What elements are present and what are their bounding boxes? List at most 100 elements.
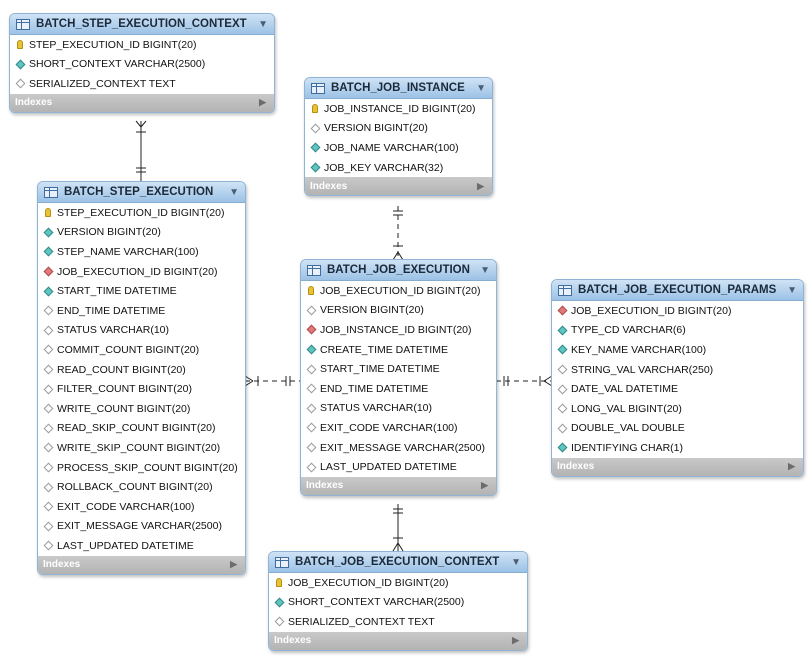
expand-indexes-icon[interactable]: ▶ xyxy=(481,480,488,491)
table-batch-job-instance[interactable]: BATCH_JOB_INSTANCE ▼ JOB_INSTANCE_ID BIG… xyxy=(304,77,493,197)
column-row[interactable]: IDENTIFYING CHAR(1) xyxy=(552,438,803,458)
column-row[interactable]: VERSION BIGINT(20) xyxy=(305,119,492,139)
column-row[interactable]: END_TIME DATETIME xyxy=(301,379,496,399)
column-label: IDENTIFYING CHAR(1) xyxy=(571,441,684,454)
table-batch-step-execution-context[interactable]: BATCH_STEP_EXECUTION_CONTEXT ▼ STEP_EXEC… xyxy=(9,13,275,113)
not-null-column-icon xyxy=(557,443,567,453)
column-row[interactable]: STEP_EXECUTION_ID BIGINT(20) xyxy=(38,203,245,223)
collapse-arrow-icon[interactable]: ▼ xyxy=(229,186,239,198)
column-label: END_TIME DATETIME xyxy=(57,304,166,317)
column-row[interactable]: LONG_VAL BIGINT(20) xyxy=(552,399,803,419)
not-null-column-icon xyxy=(43,247,53,257)
column-row[interactable]: FILTER_COUNT BIGINT(20) xyxy=(38,379,245,399)
column-row[interactable]: SERIALIZED_CONTEXT TEXT xyxy=(10,74,274,94)
column-row[interactable]: STEP_NAME VARCHAR(100) xyxy=(38,242,245,262)
collapse-arrow-icon[interactable]: ▼ xyxy=(258,18,268,30)
nullable-column-icon xyxy=(557,364,567,375)
indexes-bar[interactable]: Indexes ▶ xyxy=(269,631,527,650)
expand-indexes-icon[interactable]: ▶ xyxy=(230,559,237,570)
column-row[interactable]: VERSION BIGINT(20) xyxy=(38,223,245,243)
column-row[interactable]: EXIT_CODE VARCHAR(100) xyxy=(38,497,245,517)
column-row[interactable]: STATUS VARCHAR(10) xyxy=(38,321,245,341)
nullable-column-icon xyxy=(15,79,25,89)
column-row[interactable]: VERSION BIGINT(20) xyxy=(301,301,496,321)
column-row[interactable]: STRING_VAL VARCHAR(250) xyxy=(552,360,803,380)
nullable-column-icon xyxy=(310,123,320,134)
column-row[interactable]: STEP_EXECUTION_ID BIGINT(20) xyxy=(10,35,274,55)
column-label: LAST_UPDATED DATETIME xyxy=(320,461,457,474)
nullable-column-icon xyxy=(274,617,284,627)
table-batch-step-execution[interactable]: BATCH_STEP_EXECUTION ▼ STEP_EXECUTION_ID… xyxy=(37,181,246,575)
column-row[interactable]: JOB_NAME VARCHAR(100) xyxy=(305,138,492,158)
not-null-column-icon xyxy=(310,143,320,153)
column-row[interactable]: EXIT_MESSAGE VARCHAR(2500) xyxy=(38,517,245,537)
indexes-bar[interactable]: Indexes ▶ xyxy=(552,457,803,476)
column-row[interactable]: DOUBLE_VAL DOUBLE xyxy=(552,419,803,439)
expand-indexes-icon[interactable]: ▶ xyxy=(477,180,484,191)
column-row[interactable]: READ_COUNT BIGINT(20) xyxy=(38,360,245,380)
column-row[interactable]: END_TIME DATETIME xyxy=(38,301,245,321)
table-batch-job-execution[interactable]: BATCH_JOB_EXECUTION ▼ JOB_EXECUTION_ID B… xyxy=(300,259,497,496)
nullable-column-icon xyxy=(43,325,53,336)
expand-indexes-icon[interactable]: ▶ xyxy=(788,461,795,472)
table-header[interactable]: BATCH_STEP_EXECUTION_CONTEXT ▼ xyxy=(10,14,274,35)
column-row[interactable]: READ_SKIP_COUNT BIGINT(20) xyxy=(38,419,245,439)
column-row[interactable]: JOB_INSTANCE_ID BIGINT(20) xyxy=(305,99,492,119)
column-label: JOB_EXECUTION_ID BIGINT(20) xyxy=(320,284,481,297)
column-label: READ_SKIP_COUNT BIGINT(20) xyxy=(57,422,216,435)
table-batch-job-execution-params[interactable]: BATCH_JOB_EXECUTION_PARAMS ▼ JOB_EXECUTI… xyxy=(551,279,804,477)
table-header[interactable]: BATCH_JOB_EXECUTION ▼ xyxy=(301,260,496,281)
column-row[interactable]: LAST_UPDATED DATETIME xyxy=(301,457,496,477)
collapse-arrow-icon[interactable]: ▼ xyxy=(476,82,486,94)
not-null-column-icon xyxy=(557,345,567,355)
nullable-column-icon xyxy=(43,305,53,316)
foreign-key-icon xyxy=(306,325,316,335)
collapse-arrow-icon[interactable]: ▼ xyxy=(480,264,490,276)
relationship-job-execution-to-params xyxy=(496,375,553,387)
column-row[interactable]: TYPE_CD VARCHAR(6) xyxy=(552,321,803,341)
nullable-column-icon xyxy=(306,462,316,473)
column-row[interactable]: START_TIME DATETIME xyxy=(301,359,496,379)
column-row[interactable]: DATE_VAL DATETIME xyxy=(552,379,803,399)
indexes-bar[interactable]: Indexes ▶ xyxy=(38,555,245,574)
expand-indexes-icon[interactable]: ▶ xyxy=(259,97,266,108)
column-row[interactable]: JOB_EXECUTION_ID BIGINT(20) xyxy=(552,301,803,321)
column-row[interactable]: EXIT_CODE VARCHAR(100) xyxy=(301,418,496,438)
table-name: BATCH_STEP_EXECUTION xyxy=(64,186,214,198)
expand-indexes-icon[interactable]: ▶ xyxy=(512,635,519,646)
column-row[interactable]: SHORT_CONTEXT VARCHAR(2500) xyxy=(269,593,527,613)
column-label: VERSION BIGINT(20) xyxy=(320,304,424,317)
column-row[interactable]: START_TIME DATETIME xyxy=(38,281,245,301)
column-row[interactable]: COMMIT_COUNT BIGINT(20) xyxy=(38,340,245,360)
column-row[interactable]: JOB_INSTANCE_ID BIGINT(20) xyxy=(301,320,496,340)
table-header[interactable]: BATCH_STEP_EXECUTION ▼ xyxy=(38,182,245,203)
nullable-column-icon xyxy=(557,384,567,395)
column-label: STEP_EXECUTION_ID BIGINT(20) xyxy=(57,206,225,219)
column-row[interactable]: CREATE_TIME DATETIME xyxy=(301,340,496,360)
column-row[interactable]: JOB_EXECUTION_ID BIGINT(20) xyxy=(301,281,496,301)
column-row[interactable]: LAST_UPDATED DATETIME xyxy=(38,536,245,556)
indexes-bar[interactable]: Indexes ▶ xyxy=(10,93,274,112)
column-label: FILTER_COUNT BIGINT(20) xyxy=(57,383,192,396)
column-row[interactable]: KEY_NAME VARCHAR(100) xyxy=(552,340,803,360)
collapse-arrow-icon[interactable]: ▼ xyxy=(787,284,797,296)
column-row[interactable]: JOB_EXECUTION_ID BIGINT(20) xyxy=(38,262,245,282)
indexes-bar[interactable]: Indexes ▶ xyxy=(305,177,492,196)
column-row[interactable]: ROLLBACK_COUNT BIGINT(20) xyxy=(38,477,245,497)
indexes-bar[interactable]: Indexes ▶ xyxy=(301,476,496,495)
table-header[interactable]: BATCH_JOB_EXECUTION_CONTEXT ▼ xyxy=(269,552,527,573)
column-row[interactable]: SHORT_CONTEXT VARCHAR(2500) xyxy=(10,55,274,75)
column-row[interactable]: PROCESS_SKIP_COUNT BIGINT(20) xyxy=(38,458,245,478)
column-row[interactable]: STATUS VARCHAR(10) xyxy=(301,399,496,419)
table-batch-job-execution-context[interactable]: BATCH_JOB_EXECUTION_CONTEXT ▼ JOB_EXECUT… xyxy=(268,551,528,651)
column-row[interactable]: SERIALIZED_CONTEXT TEXT xyxy=(269,612,527,632)
nullable-column-icon xyxy=(557,403,567,414)
column-row[interactable]: WRITE_SKIP_COUNT BIGINT(20) xyxy=(38,438,245,458)
column-row[interactable]: JOB_EXECUTION_ID BIGINT(20) xyxy=(269,573,527,593)
column-row[interactable]: JOB_KEY VARCHAR(32) xyxy=(305,158,492,178)
column-row[interactable]: EXIT_MESSAGE VARCHAR(2500) xyxy=(301,438,496,458)
column-row[interactable]: WRITE_COUNT BIGINT(20) xyxy=(38,399,245,419)
table-header[interactable]: BATCH_JOB_EXECUTION_PARAMS ▼ xyxy=(552,280,803,301)
table-header[interactable]: BATCH_JOB_INSTANCE ▼ xyxy=(305,78,492,99)
collapse-arrow-icon[interactable]: ▼ xyxy=(511,556,521,568)
